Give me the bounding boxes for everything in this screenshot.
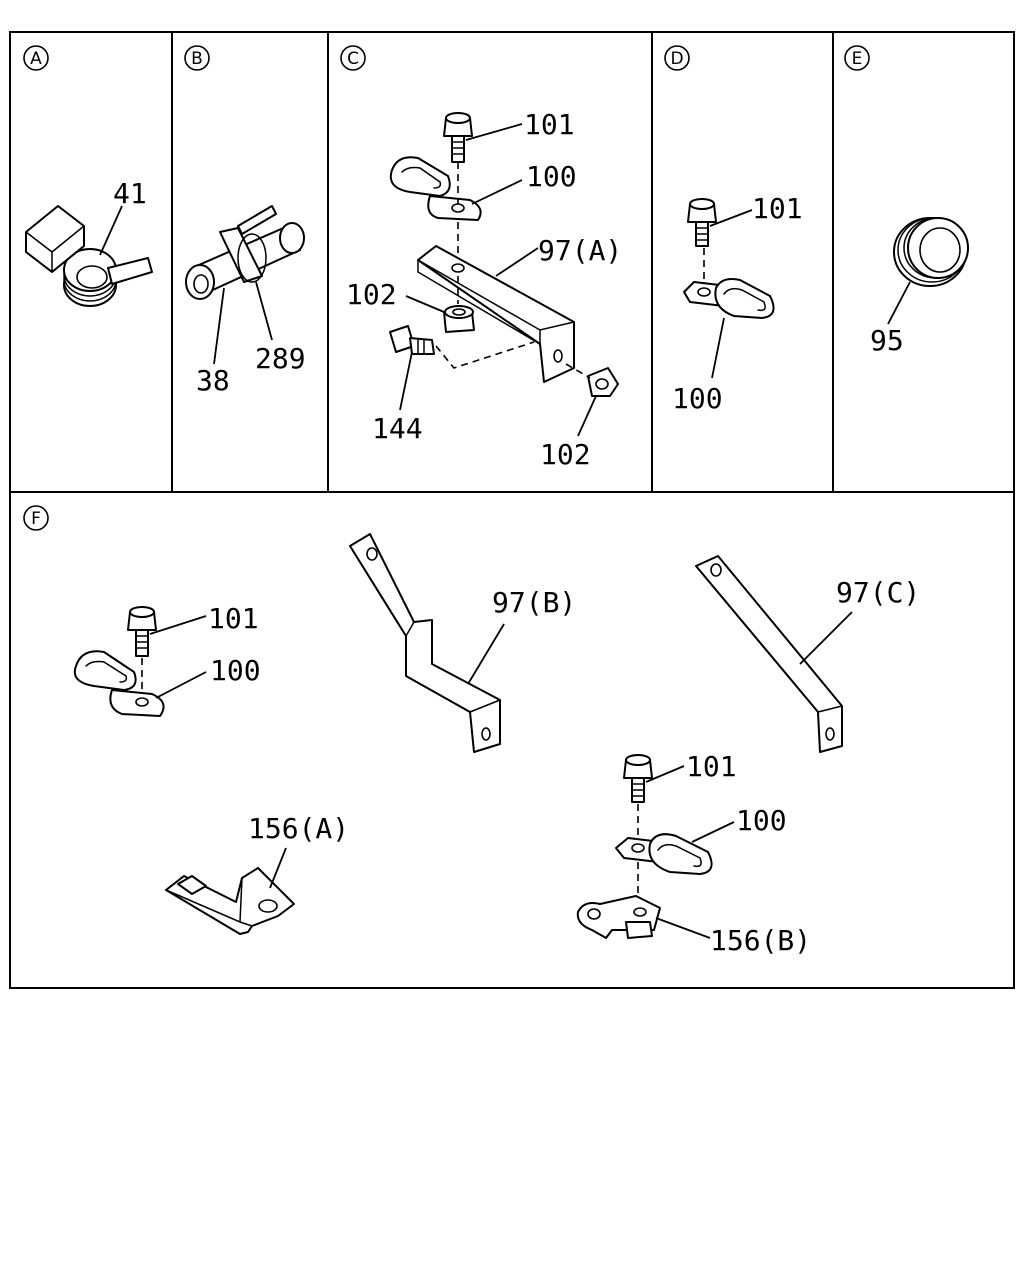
bracket-c-icon: [695, 555, 843, 753]
panel-letter-c: C: [347, 49, 359, 69]
bolt-f-left-icon: [127, 606, 157, 657]
callout-41: 41: [113, 177, 147, 210]
panel-letter-d: D: [670, 49, 683, 69]
panel-badge-b: B: [184, 45, 210, 71]
callout-f-101-left: 101: [208, 602, 259, 635]
callout-f-100-right: 100: [736, 804, 787, 837]
panel-letter-a: A: [30, 49, 42, 69]
callout-102-lower: 102: [540, 438, 591, 471]
diagram-frame: [9, 31, 1015, 989]
panel-badge-f: F: [23, 505, 49, 531]
callout-38: 38: [196, 364, 230, 397]
callout-c-100: 100: [526, 160, 577, 193]
callout-97c: 97(C): [836, 576, 920, 609]
panel-badge-e: E: [844, 45, 870, 71]
panel-letter-b: B: [191, 49, 203, 69]
callout-156b: 156(B): [710, 924, 811, 957]
callout-f-100-left: 100: [210, 654, 261, 687]
callout-d-100: 100: [672, 382, 723, 415]
clip-d-icon: [683, 278, 775, 319]
panel-badge-a: A: [23, 45, 49, 71]
callout-156a: 156(A): [248, 812, 349, 845]
callout-95: 95: [870, 324, 904, 357]
stay-b-icon: [576, 895, 661, 939]
bolt-icon: [443, 112, 473, 163]
bolt-f-right-icon: [623, 754, 653, 803]
panel-badge-d: D: [664, 45, 690, 71]
callout-f-101-right: 101: [686, 750, 737, 783]
callout-144: 144: [372, 412, 423, 445]
callout-102-upper: 102: [346, 278, 397, 311]
nut-icon: [443, 305, 475, 333]
panel-letter-e: E: [852, 49, 863, 69]
clip-icon: [389, 156, 482, 221]
clip-f-left-icon: [73, 650, 165, 717]
callout-d-101: 101: [752, 192, 803, 225]
panel-badge-c: C: [340, 45, 366, 71]
clamp-band-icon: [219, 205, 277, 283]
callout-c-101: 101: [524, 108, 575, 141]
grommet-icon: [893, 217, 969, 287]
stay-a-icon: [165, 867, 295, 935]
hose-clamp-icon: [25, 205, 153, 307]
bracket-a-icon: [417, 245, 575, 383]
clip-f-right-icon: [615, 833, 713, 875]
callout-97b: 97(B): [492, 586, 576, 619]
bracket-b-icon: [349, 533, 501, 753]
nut-lower-icon: [587, 367, 619, 397]
callout-97a: 97(A): [538, 234, 622, 267]
bolt-d-icon: [687, 198, 717, 247]
callout-289: 289: [255, 342, 306, 375]
bolt-144-icon: [389, 325, 435, 355]
panel-letter-f: F: [31, 509, 41, 529]
